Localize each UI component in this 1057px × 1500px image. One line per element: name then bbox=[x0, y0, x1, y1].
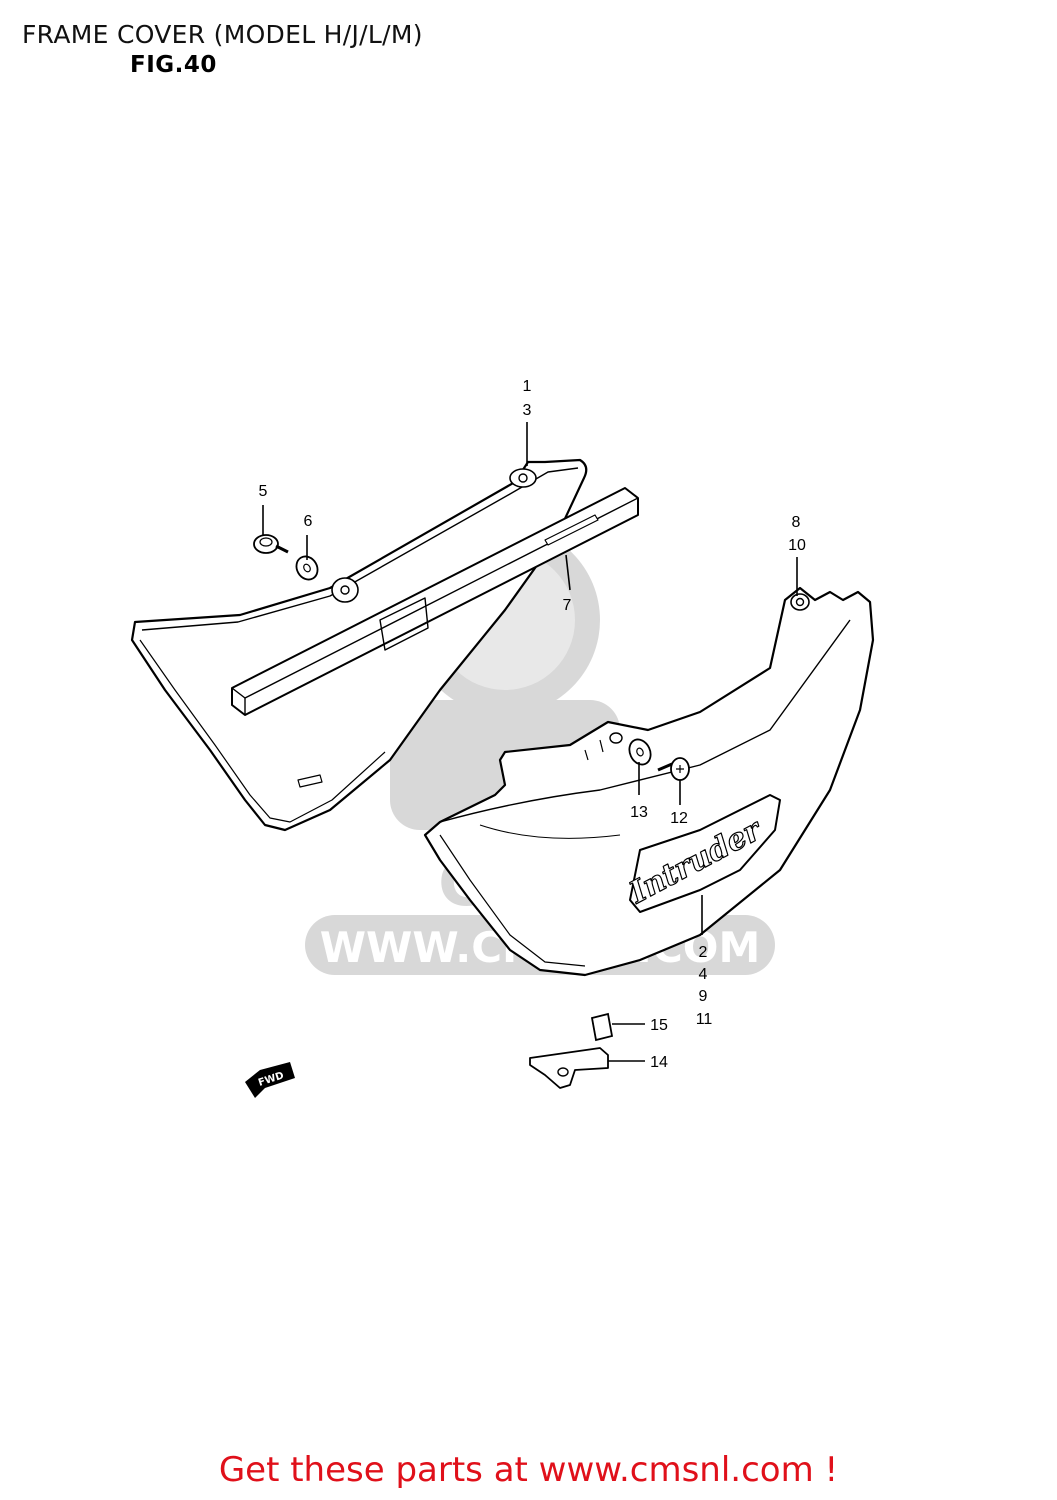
cover-strip-slot bbox=[544, 514, 599, 546]
cushion-15-edge bbox=[591, 1017, 597, 1041]
right-cover-grommet-hole bbox=[609, 732, 623, 744]
screw-5-recess bbox=[259, 537, 273, 547]
callout-8: 8 bbox=[792, 514, 801, 531]
callout-12: 12 bbox=[670, 810, 688, 827]
callout-13: 13 bbox=[630, 804, 648, 821]
bracket-14-hole bbox=[557, 1067, 569, 1077]
callout-10: 10 bbox=[788, 537, 806, 554]
washer-13-hole bbox=[636, 747, 644, 757]
right-cover-lower-edge bbox=[439, 834, 586, 967]
washer-13 bbox=[628, 738, 652, 766]
screw-5-shank bbox=[275, 544, 289, 554]
washer-6 bbox=[295, 555, 319, 581]
right-cover-body bbox=[423, 586, 875, 977]
cover-strip bbox=[231, 487, 639, 716]
callout-4: 4 bbox=[699, 966, 708, 983]
right-frame-cover: Intruder bbox=[423, 586, 875, 977]
screw-5 bbox=[253, 534, 289, 554]
emblem-plate bbox=[629, 794, 781, 913]
page-title: FRAME COVER (MODEL H/J/L/M) bbox=[22, 20, 423, 49]
callout-6: 6 bbox=[304, 513, 313, 530]
callout-15: 15 bbox=[650, 1017, 668, 1034]
screw-12-shank bbox=[657, 762, 673, 772]
callout-2: 2 bbox=[699, 944, 708, 961]
callout-3: 3 bbox=[523, 402, 532, 419]
figure-number: FIG.40 bbox=[130, 52, 217, 78]
callout-7: 7 bbox=[563, 597, 572, 614]
fwd-arrow: FWD bbox=[245, 1062, 295, 1098]
right-cover-inner-edge bbox=[439, 619, 851, 823]
callout-14: 14 bbox=[650, 1054, 668, 1071]
cushion-15 bbox=[590, 1012, 614, 1042]
right-cover-tick-marks bbox=[584, 739, 604, 761]
left-cover-mount-hole-lower bbox=[340, 585, 350, 595]
screw-12 bbox=[657, 757, 690, 781]
right-cover-crease bbox=[479, 824, 621, 839]
callout-9: 9 bbox=[699, 988, 708, 1005]
callout-1: 1 bbox=[523, 378, 532, 395]
fwd-arrow-shape bbox=[245, 1062, 295, 1098]
washer-6-hole bbox=[303, 563, 311, 573]
callout-11: 11 bbox=[696, 1011, 713, 1028]
left-cover-lower-edge bbox=[139, 639, 386, 823]
leader-lines bbox=[262, 422, 798, 1062]
footer-link[interactable]: Get these parts at www.cmsnl.com ! bbox=[218, 1450, 839, 1490]
bracket-14 bbox=[529, 1047, 609, 1089]
leader-7 bbox=[565, 554, 571, 591]
right-cover-mount-hole bbox=[795, 597, 805, 607]
screw-12-cross bbox=[676, 765, 684, 773]
callouts: 1 3 5 6 7 8 10 13 12 2 4 9 11 15 14 bbox=[259, 378, 806, 1071]
cover-strip-notch bbox=[379, 597, 429, 651]
bracket-14-body bbox=[529, 1047, 609, 1089]
left-cover-mount-hole-upper bbox=[518, 473, 528, 483]
left-cover-inner-edge bbox=[141, 467, 579, 631]
callout-5: 5 bbox=[259, 483, 268, 500]
left-cover-slot bbox=[297, 774, 323, 788]
